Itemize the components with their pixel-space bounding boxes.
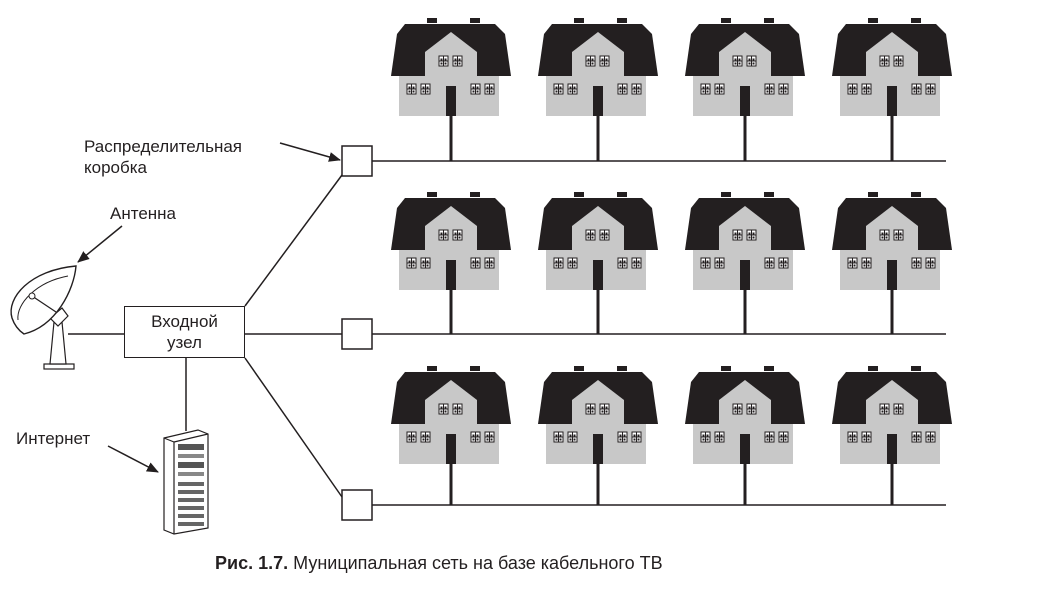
headend-label-line2: узел (167, 333, 202, 352)
house-icon (832, 192, 952, 290)
house-icon (538, 192, 658, 290)
house-icon (685, 18, 805, 116)
distribution-boxes (341, 145, 373, 521)
house-icon (832, 18, 952, 116)
arrow-icon (279, 142, 341, 162)
figure-title: Муниципальная сеть на базе кабельного ТВ (293, 553, 663, 573)
house-icon (391, 18, 511, 116)
house-icon (538, 366, 658, 464)
satellite-dish-icon (10, 265, 77, 370)
server-tower-icon (163, 429, 209, 535)
houses (391, 18, 952, 464)
distribution-box (341, 318, 373, 350)
figure-number: Рис. 1.7. (215, 553, 289, 573)
house-icon (685, 192, 805, 290)
house-icon (832, 366, 952, 464)
arrow-icon (107, 445, 159, 473)
distribution-box-label-line1: Распределительная (84, 137, 243, 156)
headend-label-line1: Входной (151, 312, 218, 331)
distribution-box-label: Распределительная коробка (84, 136, 242, 178)
arrow-icon (77, 225, 123, 263)
arrows (77, 142, 341, 473)
house-icon (538, 18, 658, 116)
house-icon (391, 366, 511, 464)
feeder-lines (68, 160, 946, 506)
distribution-box (341, 489, 373, 521)
antenna-label: Антенна (110, 204, 177, 223)
headend-node: Входной узел (124, 306, 245, 358)
house-icon (391, 192, 511, 290)
distribution-box-label-line2: коробка (84, 158, 147, 177)
figure-caption: Рис. 1.7. Муниципальная сеть на базе каб… (215, 553, 663, 574)
distribution-box (341, 145, 373, 177)
house-icon (685, 366, 805, 464)
drop-cables (449, 112, 894, 505)
internet-label: Интернет (16, 429, 91, 448)
